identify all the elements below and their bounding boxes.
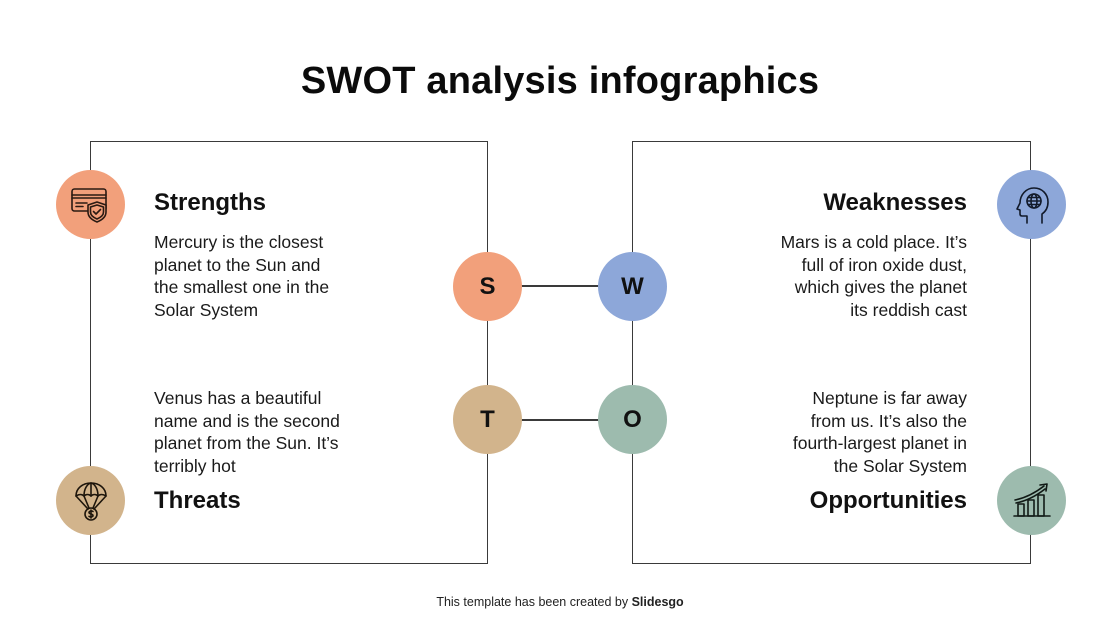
desc-line: fourth-largest planet in: [792, 433, 967, 453]
threats-heading: Threats: [154, 487, 241, 514]
desc-line: Mars is a cold place. It’s: [780, 232, 967, 252]
desc-line: name and is the second: [154, 410, 340, 431]
letter-w: W: [621, 272, 644, 300]
letter-o: O: [623, 405, 642, 433]
desc-line: Neptune is far away: [812, 388, 967, 408]
right-frame: [632, 141, 1031, 564]
connector-s-w: [521, 285, 633, 287]
weaknesses-heading: Weaknesses: [823, 189, 967, 216]
desc-line: planet from the Sun. It’s: [154, 433, 339, 453]
threats-icon-circle: [56, 466, 125, 535]
desc-line: the Solar System: [833, 455, 967, 476]
letter-circle-o: O: [598, 385, 667, 454]
letter-circle-s: S: [453, 252, 522, 321]
desc-line: full of iron oxide dust,: [801, 254, 967, 275]
opportunities-description: Neptune is far away from us. It’s also t…: [793, 387, 967, 477]
weaknesses-description: Mars is a cold place. It’s full of iron …: [781, 231, 967, 321]
footer-brand: Slidesgo: [631, 595, 684, 609]
opportunities-icon-circle: [997, 466, 1066, 535]
opportunities-heading: Opportunities: [809, 487, 967, 514]
letter-circle-t: T: [453, 385, 522, 454]
left-frame: [90, 141, 488, 564]
strengths-icon-circle: [56, 170, 125, 239]
letter-s: S: [479, 272, 496, 300]
strengths-heading: Strengths: [154, 189, 267, 216]
desc-line: its reddish cast: [850, 299, 967, 320]
credit-card-shield-icon: [70, 187, 107, 223]
desc-line: planet to the Sun and: [154, 254, 321, 275]
desc-line: Venus has a beautiful: [154, 388, 322, 408]
desc-line: Solar System: [154, 299, 259, 320]
page-title: SWOT analysis infographics: [300, 60, 820, 102]
letter-t: T: [480, 405, 495, 433]
weaknesses-icon-circle: [997, 170, 1066, 239]
growth-chart-icon: [1012, 482, 1051, 517]
desc-line: terribly hot: [154, 455, 236, 476]
connector-t-o: [521, 419, 633, 421]
head-globe-icon: [1015, 186, 1049, 224]
letter-circle-w: W: [598, 252, 667, 321]
threats-description: Venus has a beautiful name and is the se…: [154, 387, 340, 477]
desc-line: which gives the planet: [794, 277, 967, 297]
footer-text: This template has been created by: [436, 595, 632, 609]
strengths-description: Mercury is the closest planet to the Sun…: [154, 231, 329, 321]
parachute-money-icon: [74, 481, 107, 521]
desc-line: from us. It’s also the: [810, 410, 967, 431]
desc-line: the smallest one in the: [154, 277, 330, 297]
footer-credit: This template has been created by Slides…: [0, 595, 1120, 609]
desc-line: Mercury is the closest: [154, 232, 324, 252]
